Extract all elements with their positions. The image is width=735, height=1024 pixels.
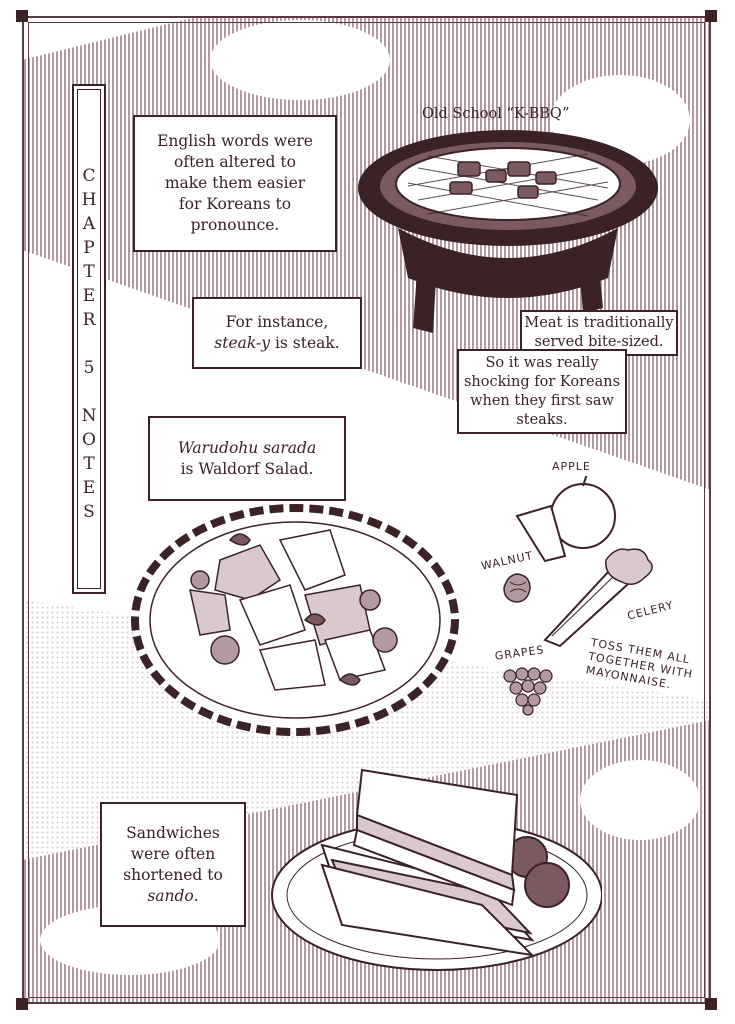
- outer-frame: [22, 16, 711, 1004]
- text-line: make them easier: [164, 174, 306, 192]
- grapes-illustration: [503, 667, 553, 716]
- chapter-letter: R: [82, 310, 96, 330]
- note-meat-bite-sized: Meat is traditionally served bite-sized.: [520, 310, 678, 356]
- text-line: when they first saw: [470, 392, 614, 409]
- italic-word: steak-y: [214, 334, 271, 352]
- text-line: served bite-sized.: [534, 334, 664, 350]
- chapter-letter: P: [83, 238, 95, 258]
- text-line: shortened to: [123, 865, 223, 884]
- chapter-letter: T: [83, 262, 95, 282]
- text-line: Meat is traditionally: [524, 315, 674, 331]
- inner-frame: [28, 22, 705, 998]
- note-waldorf-salad: Warudohu sarada is Waldorf Salad.: [148, 416, 346, 501]
- walnut-illustration: [503, 573, 531, 603]
- celery-illustration: [543, 548, 653, 648]
- note-english-words: English words were often altered to make…: [133, 115, 337, 252]
- text-line: is Waldorf Salad.: [180, 459, 314, 478]
- italic-word: Warudohu sarada: [177, 438, 317, 457]
- upper-white-wedge: [22, 16, 200, 60]
- note-shocking-steaks: So it was really shocking for Koreans wh…: [457, 349, 627, 434]
- text-line: steaks.: [516, 411, 568, 428]
- frame-corner: [16, 10, 28, 22]
- cloud: [580, 760, 700, 840]
- italic-word: sando: [147, 886, 194, 905]
- note-sandwiches: Sandwiches were often shortened to sando…: [100, 802, 246, 927]
- text-line: English words were: [157, 132, 313, 150]
- apple-illustration: [515, 476, 616, 563]
- chapter-letter: H: [81, 190, 97, 210]
- chapter-letter: E: [82, 286, 96, 306]
- chapter-letter: C: [82, 166, 96, 186]
- text-line: pronounce.: [190, 216, 280, 234]
- chapter-letter: S: [83, 502, 95, 522]
- chapter-letter: A: [82, 214, 96, 234]
- chapter-letter: O: [82, 430, 96, 450]
- kbbq-caption: Old School “K-BBQ”: [422, 106, 570, 122]
- text-fragment: .: [193, 886, 199, 905]
- chapter-letter: N: [81, 406, 97, 426]
- sandwich-illustration: [271, 768, 602, 971]
- text-line: shocking for Koreans: [463, 373, 621, 390]
- text-line: for Koreans to: [178, 195, 292, 213]
- text-line: Sandwiches: [126, 823, 220, 842]
- chapter-letter: E: [82, 478, 96, 498]
- frame-corner: [705, 998, 717, 1010]
- chapter-letter: T: [83, 454, 95, 474]
- text-line: So it was really: [485, 354, 599, 371]
- note-steak: For instance, steak-y is steak.: [192, 297, 362, 369]
- chapter-letter: 5: [83, 358, 95, 378]
- text-fragment: is steak.: [270, 334, 340, 352]
- kbbq-grill-illustration: [358, 130, 658, 333]
- text-line: For instance,: [225, 313, 329, 331]
- label-apple: APPLE: [552, 460, 591, 473]
- text-line: sando.: [123, 886, 223, 907]
- frame-corner: [16, 998, 28, 1010]
- chapter-letter: [74, 380, 104, 404]
- cloud: [210, 20, 390, 100]
- frame-corner: [705, 10, 717, 22]
- text-line: often altered to: [174, 153, 296, 171]
- waldorf-salad-illustration: [131, 504, 459, 736]
- text-line: steak-y is steak.: [214, 333, 339, 354]
- text-line: were often: [130, 844, 216, 863]
- chapter-letter: [74, 332, 104, 356]
